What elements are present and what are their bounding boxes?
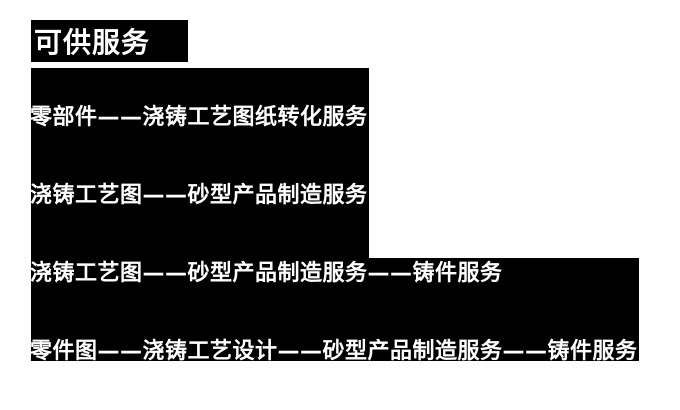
- page-title: 可供服务: [34, 26, 151, 59]
- service-flow-list: 零部件——浇铸工艺图纸转化服务 浇铸工艺图——砂型产品制造服务 浇铸工艺图——砂…: [30, 76, 670, 388]
- services-panel-upper: [31, 68, 369, 258]
- service-flow-line-3: 浇铸工艺图——砂型产品制造服务——铸件服务: [30, 261, 503, 286]
- service-flow-line-2: 浇铸工艺图——砂型产品制造服务: [30, 183, 368, 208]
- page-title-box: 可供服务: [31, 20, 188, 62]
- services-panel-lower: [31, 258, 639, 361]
- service-flow-line-1: 零部件——浇铸工艺图纸转化服务: [30, 105, 368, 130]
- service-flow-line-4: 零件图——浇铸工艺设计——砂型产品制造服务——铸件服务: [30, 339, 638, 364]
